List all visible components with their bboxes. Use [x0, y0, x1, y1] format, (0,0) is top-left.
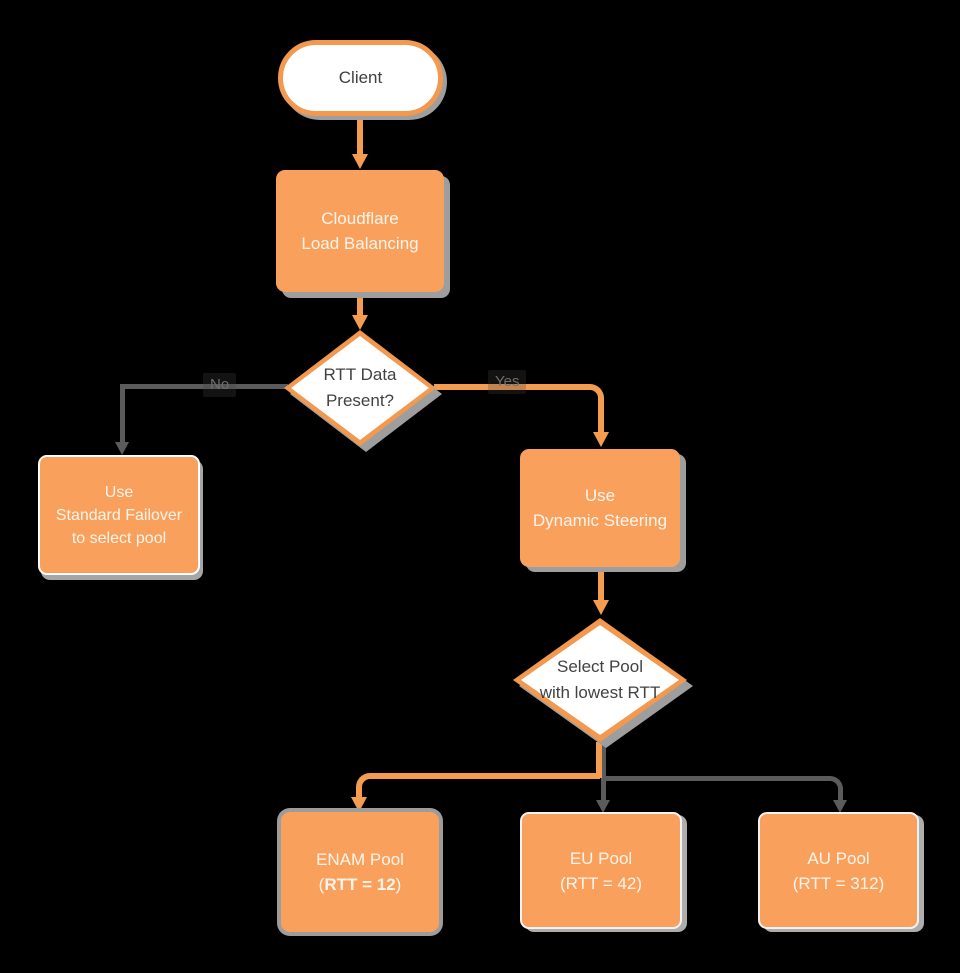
edge-enam-vertical-bottom — [356, 789, 362, 799]
edge-label-yes-text: Yes — [495, 373, 520, 390]
arrowhead-to-eu-pool — [596, 800, 610, 813]
node-select-pool-decision: Select Pool with lowest RTT — [513, 618, 693, 748]
arrowhead-to-select-pool — [593, 600, 609, 615]
edge-label-yes: Yes — [488, 370, 527, 394]
dynamic-steering-line2: Dynamic Steering — [532, 511, 668, 530]
standard-failover-line1: Use — [104, 483, 134, 501]
edge-au-corner — [825, 776, 843, 794]
edge-enam-corner — [356, 773, 374, 791]
enam-pool-open-paren: ( — [318, 875, 325, 894]
edge-enam-vertical-top — [596, 742, 602, 778]
arrowhead-to-lb — [352, 154, 368, 169]
node-dynamic-steering: Use Dynamic Steering — [520, 449, 680, 567]
node-cloudflare-line2: Load Balancing — [301, 234, 419, 253]
enam-pool-line1: ENAM Pool — [316, 850, 404, 869]
edge-au-horizontal — [603, 776, 831, 781]
arrowhead-to-au-pool — [833, 800, 847, 813]
edge-au-vertical — [838, 792, 843, 802]
edge-steering-to-select — [598, 567, 604, 603]
edge-client-to-lb — [357, 114, 363, 156]
node-client: Client — [278, 40, 443, 116]
standard-failover-line3: to select pool — [71, 529, 167, 547]
enam-pool-line2: (RTT = 12) — [319, 872, 402, 897]
edge-eu-vertical — [601, 742, 606, 802]
edge-yes-vertical — [598, 400, 604, 434]
edge-no-vertical — [120, 384, 125, 444]
enam-pool-rtt-value: RTT = 12 — [324, 875, 396, 894]
edge-lb-to-decision — [357, 290, 363, 318]
arrowhead-to-dynamic-steering — [593, 432, 609, 447]
eu-pool-line2: (RTT = 42) — [559, 873, 643, 893]
node-rtt-data-present-decision: RTT Data Present? — [284, 330, 442, 452]
decision-line2: Present? — [325, 391, 395, 410]
select-pool-line2: with lowest RTT — [539, 683, 661, 702]
decision-text: RTT Data Present? — [284, 330, 436, 446]
node-cloudflare-line1: Cloudflare — [321, 209, 399, 228]
edge-label-no: No — [203, 373, 237, 397]
edge-yes-corner — [586, 384, 604, 402]
select-pool-line1: Select Pool — [557, 657, 643, 676]
edge-enam-horizontal — [370, 773, 600, 779]
au-pool-line2: (RTT = 312) — [792, 873, 885, 893]
edge-no-horizontal — [120, 384, 288, 389]
node-client-label: Client — [338, 68, 383, 87]
arrowhead-to-standard-failover — [115, 442, 129, 455]
dynamic-steering-line1: Use — [584, 486, 616, 505]
au-pool-line1: AU Pool — [807, 848, 870, 868]
arrowhead-to-decision — [352, 315, 368, 330]
node-standard-failover: Use Standard Failover to select pool — [38, 455, 200, 575]
node-enam-pool: ENAM Pool (RTT = 12) — [281, 812, 439, 932]
eu-pool-line1: EU Pool — [569, 848, 633, 868]
arrowhead-to-enam-pool — [351, 797, 367, 812]
node-au-pool: AU Pool (RTT = 312) — [758, 812, 919, 929]
node-eu-pool: EU Pool (RTT = 42) — [520, 812, 682, 929]
edge-yes-horizontal — [434, 384, 590, 390]
node-cloudflare-load-balancing: Cloudflare Load Balancing — [276, 170, 444, 292]
decision-line1: RTT Data — [323, 365, 397, 384]
standard-failover-line2: Standard Failover — [55, 506, 183, 524]
edge-label-no-text: No — [210, 376, 230, 393]
select-pool-text: Select Pool with lowest RTT — [513, 618, 687, 742]
enam-pool-close-paren: ) — [395, 875, 402, 894]
